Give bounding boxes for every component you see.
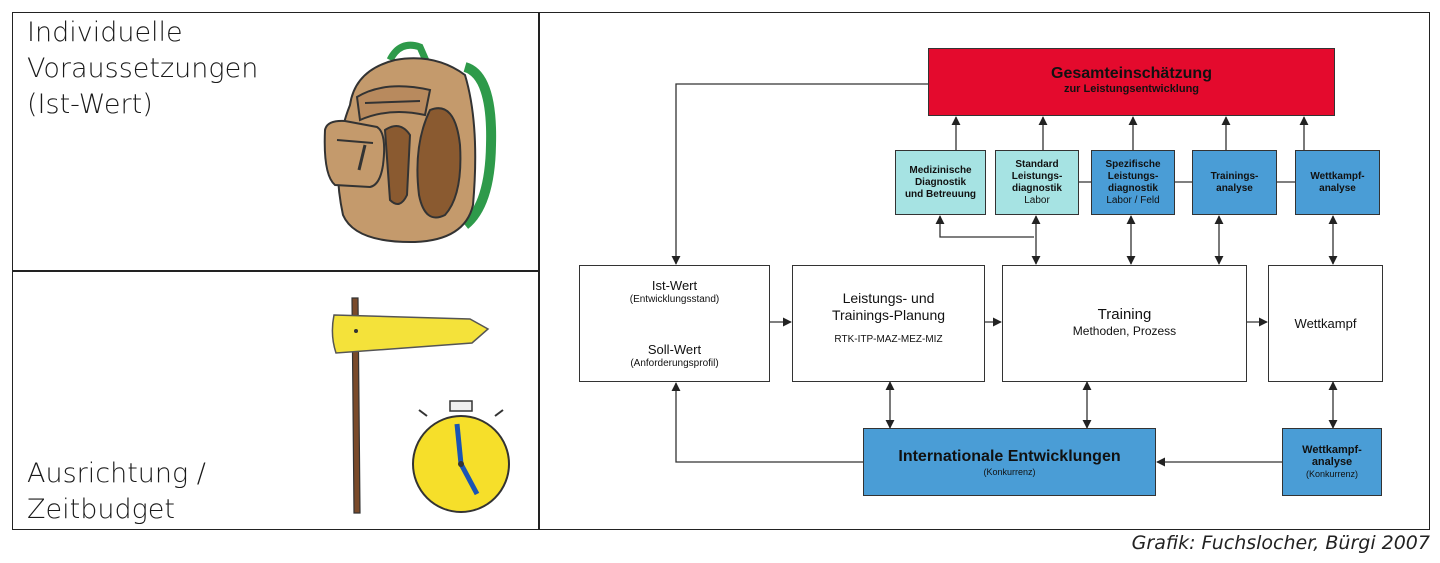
training-title: Training [1097, 306, 1152, 323]
orientation-timebudget-text: Ausrichtung / Zeitbudget [27, 456, 206, 528]
box-line: analyse [1319, 182, 1356, 194]
box-line: Leistungs- [1107, 170, 1159, 182]
box-line: und Betreuung [904, 188, 977, 200]
current-value-sub: (Entwicklungsstand) [629, 294, 720, 305]
box-subline: Labor [1024, 194, 1050, 206]
planning-codes: RTK-ITP-MAZ-MEZ-MIZ [834, 334, 943, 345]
box-line: Diagnostik [914, 176, 967, 188]
box-line: Leistungs- [1011, 170, 1063, 182]
stopwatch-icon [412, 400, 510, 513]
international-developments-box: Internationale Entwicklungen (Konkurrenz… [863, 428, 1156, 496]
training-box: Training Methoden, Prozess [1002, 265, 1247, 382]
medical-diagnostics-box: Medizinische Diagnostik und Betreuung [895, 150, 986, 215]
current-value-label: Ist-Wert [651, 278, 698, 293]
text-line: Voraussetzungen [27, 53, 259, 84]
competition-title: Wettkampf [1294, 316, 1357, 331]
box-line: diagnostik [1011, 182, 1062, 194]
text-line: Individuelle [27, 17, 183, 48]
training-analysis-box: Trainings- analyse [1192, 150, 1277, 215]
box-line: Standard [1015, 158, 1059, 170]
performance-training-planning-box: Leistungs- und Trainings-Planung RTK-ITP… [792, 265, 985, 382]
current-target-value-box: Ist-Wert (Entwicklungsstand) Soll-Wert (… [579, 265, 770, 382]
training-subtitle: Methoden, Prozess [1072, 324, 1177, 338]
signpost-icon [331, 297, 490, 514]
panel-divider-horizontal [12, 270, 539, 272]
overall-assessment-title: Gesamteinschätzung [1051, 65, 1212, 82]
box-line: Spezifische [1105, 158, 1161, 170]
box-line: analyse [1216, 182, 1253, 194]
box-line: diagnostik [1107, 182, 1158, 194]
standard-performance-diagnostics-box: Standard Leistungs- diagnostik Labor [995, 150, 1079, 215]
planning-label-line: Leistungs- und [842, 290, 935, 306]
box-line: Trainings- [1210, 170, 1259, 182]
international-title: Internationale Entwicklungen [898, 447, 1121, 465]
competitor-competition-analysis-box: Wettkampf- analyse (Konkurrenz) [1282, 428, 1382, 496]
text-line: (Ist-Wert) [27, 89, 153, 120]
competition-box: Wettkampf [1268, 265, 1383, 382]
box-subline: Labor / Feld [1106, 194, 1160, 206]
individual-prerequisites-text: Individuelle Voraussetzungen (Ist-Wert) [27, 15, 258, 123]
box-line: Wettkampf- [1302, 444, 1362, 456]
specific-performance-diagnostics-box: Spezifische Leistungs- diagnostik Labor … [1091, 150, 1175, 215]
box-line: Wettkampf- [1310, 170, 1365, 182]
target-value-sub: (Anforderungsprofil) [630, 358, 719, 369]
box-line: analyse [1311, 456, 1353, 468]
text-line: Ausrichtung / [27, 458, 206, 489]
overall-assessment-box: Gesamteinschätzung zur Leistungsentwickl… [928, 48, 1335, 116]
box-line: Medizinische [909, 164, 972, 176]
planning-label-line: Trainings-Planung [831, 307, 946, 323]
international-subtitle: (Konkurrenz) [983, 466, 1036, 477]
overall-assessment-subtitle: zur Leistungsentwicklung [1063, 83, 1200, 95]
text-line: Zeitbudget [27, 494, 175, 525]
competition-analysis-box: Wettkampf- analyse [1295, 150, 1380, 215]
figure-credit: Grafik: Fuchslocher, Bürgi 2007 [1131, 532, 1430, 554]
box-subline: (Konkurrenz) [1305, 469, 1359, 479]
backpack-icon [323, 41, 497, 244]
target-value-label: Soll-Wert [647, 342, 702, 357]
